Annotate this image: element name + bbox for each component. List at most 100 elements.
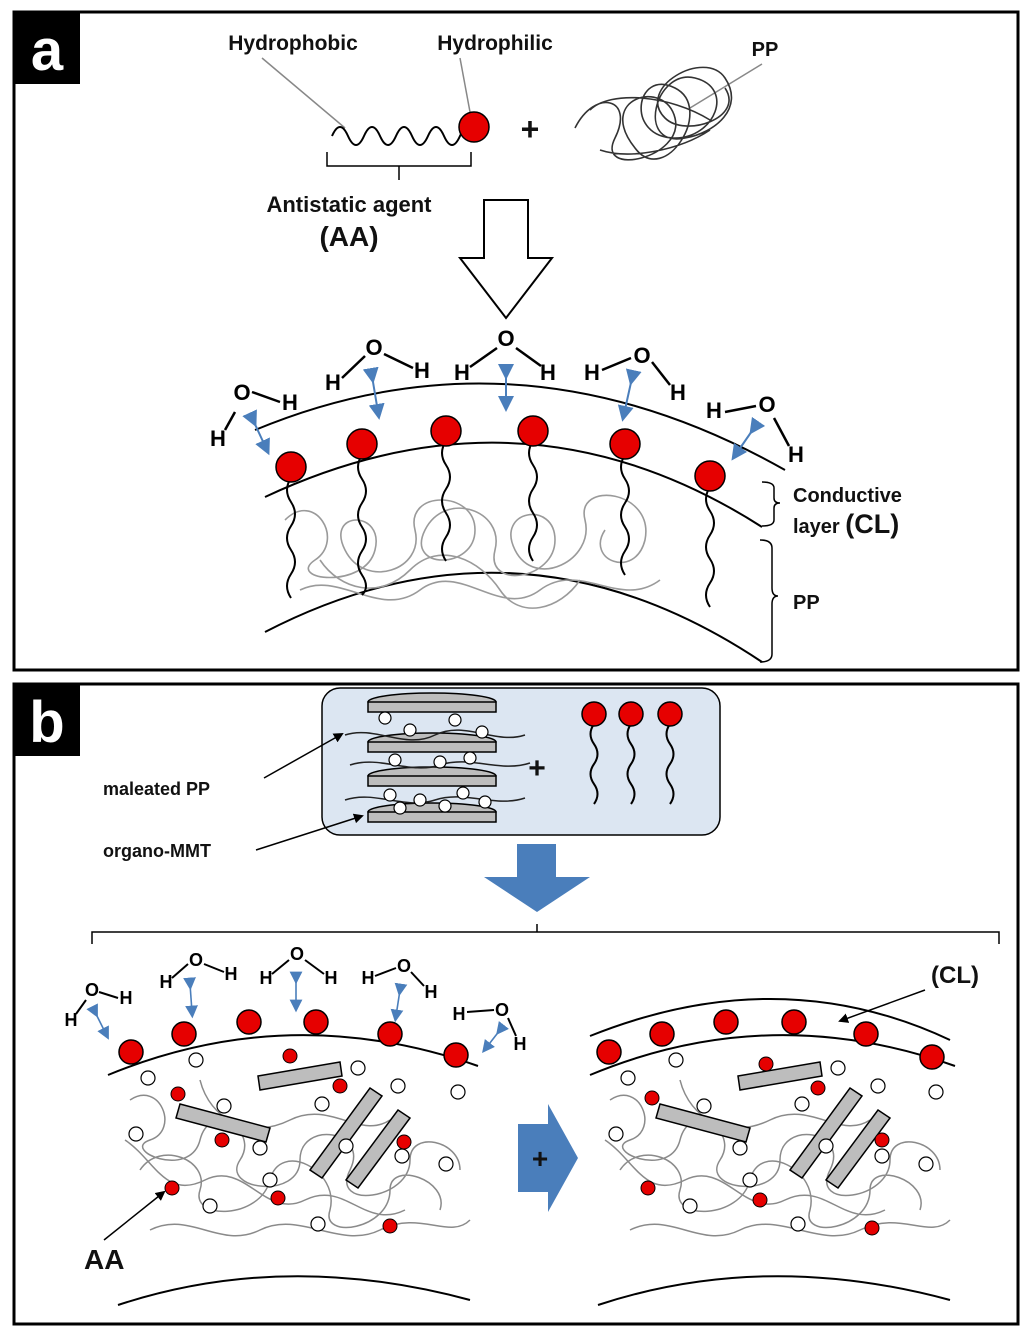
organo-mmt-label: organo-MMT <box>103 841 211 861</box>
water-molecule: H O H <box>260 944 338 988</box>
conductive-label-line2: layer (CL) <box>793 509 899 539</box>
aa-head <box>694 460 726 492</box>
clay-stack <box>367 692 497 823</box>
aa-label-b: AA <box>84 1244 124 1275</box>
pp-label-top: PP <box>752 39 779 61</box>
hydrophobic-label: Hydrophobic <box>228 32 358 55</box>
hydrophilic-label: Hydrophilic <box>437 32 553 55</box>
organo-mmt-arrow <box>255 813 364 851</box>
svg-text:H: H <box>514 1034 527 1054</box>
svg-text:O: O <box>290 944 304 964</box>
svg-text:H: H <box>325 370 341 395</box>
svg-text:H: H <box>540 360 556 385</box>
water-molecule: H O H <box>362 956 438 1002</box>
process-arrow-b <box>484 844 590 912</box>
panel-b-letter: b <box>29 690 64 755</box>
interaction-arrows-a <box>242 364 766 461</box>
pp-leader <box>689 63 763 109</box>
water-molecule: H O H <box>454 326 556 385</box>
surface-curve-inner <box>264 441 763 528</box>
svg-text:H: H <box>282 390 298 415</box>
svg-text:O: O <box>633 343 650 368</box>
cl-brace <box>761 481 781 527</box>
cl-label-b: (CL) <box>931 962 979 989</box>
aa-surface-heads-right <box>596 1009 945 1070</box>
composite-right-outer <box>589 998 951 1041</box>
svg-text:O: O <box>85 980 99 1000</box>
aa-head <box>517 415 549 447</box>
svg-text:H: H <box>453 1004 466 1024</box>
water-molecules-a: H O H H O H H O H H O <box>210 326 804 467</box>
surfactant-circles-box <box>378 711 492 815</box>
svg-text:O: O <box>397 956 411 976</box>
pp-coil-top <box>574 66 733 161</box>
svg-text:O: O <box>495 1000 509 1020</box>
hydrophilic-leader <box>459 57 471 113</box>
surface-curve-outer <box>254 382 786 471</box>
svg-text:H: H <box>260 968 273 988</box>
svg-text:H: H <box>670 380 686 405</box>
svg-text:H: H <box>120 988 133 1008</box>
composite-left-bottom <box>117 1275 471 1306</box>
panel-a-letter: a <box>31 18 64 83</box>
svg-text:H: H <box>160 972 173 992</box>
svg-text:O: O <box>497 326 514 351</box>
svg-text:H: H <box>362 968 375 988</box>
panel-a: a Hydrophobic Hydrophilic PP + Antistati… <box>12 10 1020 672</box>
aa-head <box>430 415 462 447</box>
svg-text:H: H <box>414 358 430 383</box>
svg-text:H: H <box>325 968 338 988</box>
svg-text:O: O <box>189 950 203 970</box>
hydrophobic-leader <box>261 57 346 129</box>
pp-brace <box>759 539 779 663</box>
surfactant-circles-right <box>608 1052 944 1232</box>
aa-tails-a <box>286 440 715 608</box>
process-arrow-a <box>457 199 555 320</box>
clay-platelets-right <box>655 1061 892 1190</box>
svg-text:H: H <box>225 964 238 984</box>
composite-left: H O H H O H H O H <box>65 944 527 1306</box>
time-arrow <box>518 1104 578 1212</box>
water-molecule: H O H <box>584 343 686 405</box>
maleated-pp-label: maleated PP <box>103 779 210 799</box>
svg-text:O: O <box>233 380 250 405</box>
aa-label-line2: (AA) <box>319 221 378 252</box>
surfactant-circles-left <box>128 1052 466 1232</box>
panel-a-frame <box>12 10 1020 672</box>
svg-text:H: H <box>425 982 438 1002</box>
aa-head <box>346 428 378 460</box>
aa-hydrophobic-tail <box>331 126 469 146</box>
panel-b: b + <box>12 682 1020 1326</box>
water-molecule: H O H <box>210 380 298 451</box>
aa-dispersed-left <box>164 1048 412 1234</box>
result-bracket <box>91 924 1000 944</box>
water-molecule: H O H <box>325 335 430 395</box>
time-arrow-plus: + <box>532 1143 548 1174</box>
svg-text:O: O <box>758 392 775 417</box>
water-molecule: H O H <box>453 1000 527 1054</box>
aa-head <box>609 428 641 460</box>
plus-sign-b: + <box>528 752 546 785</box>
cl-pointer-arrow <box>838 989 926 1023</box>
plus-sign-a: + <box>521 111 540 147</box>
svg-text:H: H <box>788 442 804 467</box>
aa-dispersed-right <box>640 1056 890 1236</box>
aa-hydrophilic-head <box>458 111 490 143</box>
water-molecules-b: H O H H O H H O H <box>65 944 527 1054</box>
aa-molecules-box <box>581 701 683 805</box>
aa-surface-heads-left <box>118 1009 469 1068</box>
svg-text:H: H <box>454 360 470 385</box>
clay-platelets-left <box>175 1061 412 1190</box>
interaction-arrows-b <box>86 971 509 1054</box>
aa-bracket <box>326 152 472 180</box>
svg-text:O: O <box>365 335 382 360</box>
aa-heads-a <box>275 415 726 492</box>
pp-label-bottom: PP <box>793 592 820 614</box>
water-molecule: H O H <box>160 950 238 992</box>
svg-text:H: H <box>706 398 722 423</box>
composite-left-surface <box>107 1034 479 1076</box>
svg-text:H: H <box>210 426 226 451</box>
conductive-label-line1: Conductive <box>793 485 902 507</box>
composite-right-bottom <box>597 1275 951 1306</box>
panel-b-letter-box <box>14 684 80 756</box>
